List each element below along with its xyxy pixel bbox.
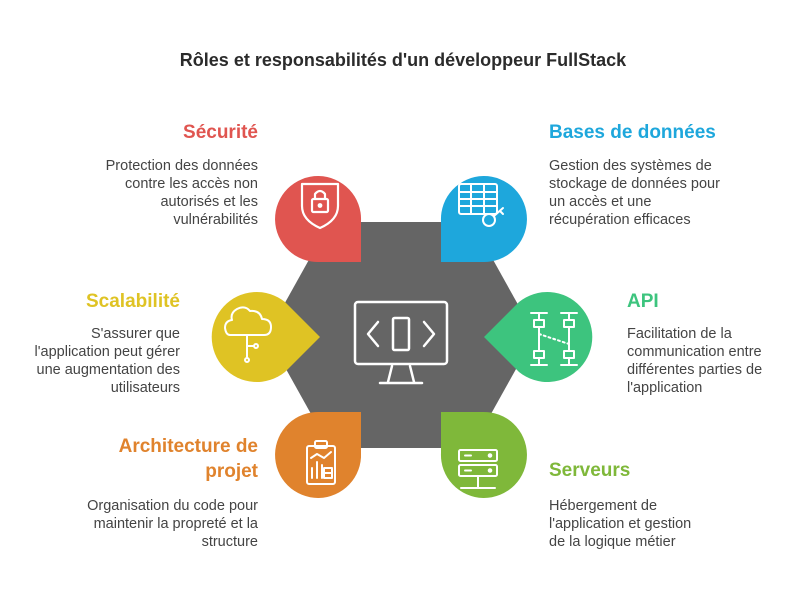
central-hub [267, 222, 535, 448]
description-serveurs: Hébergement de l'application et gestion … [549, 498, 692, 550]
node-securite [275, 176, 362, 263]
heading-api: API [627, 291, 659, 312]
node-scalabilite [211, 291, 320, 382]
cloud-network-icon [224, 306, 272, 363]
node-bases [440, 176, 527, 263]
description-bases: Gestion des systèmes de stockage de donn… [549, 158, 720, 228]
description-securite: Protection des données contre les accès … [105, 158, 258, 228]
node-scalabilite-bubble [211, 291, 320, 382]
description-api: Facilitation de la communication entre d… [627, 326, 763, 396]
shield-lock-icon [300, 182, 340, 230]
description-architecture: Organisation du code pour maintenir la p… [87, 498, 258, 550]
heading-architecture: Architecture de projet [118, 436, 258, 482]
central-hub-shape [267, 222, 535, 448]
monitor-code-icon [353, 300, 449, 385]
heading-serveurs: Serveurs [549, 460, 631, 481]
node-api [484, 292, 593, 382]
node-securite-bubble [275, 176, 362, 263]
node-serveurs-bubble [440, 411, 527, 498]
heading-securite: Sécurité [183, 122, 258, 143]
heading-scalabilite: Scalabilité [86, 291, 180, 312]
diagram-title: Rôles et responsabilités d'un développeu… [179, 50, 627, 70]
node-serveurs [440, 411, 527, 498]
heading-bases: Bases de données [549, 122, 716, 143]
description-scalabilite: S'assurer que l'application peut gérer u… [34, 326, 180, 396]
node-architecture [275, 411, 362, 498]
api-network-icon [530, 312, 578, 366]
clipboard-chart-icon [306, 440, 336, 485]
database-table-key-icon [458, 183, 504, 227]
server-icon [458, 449, 498, 489]
